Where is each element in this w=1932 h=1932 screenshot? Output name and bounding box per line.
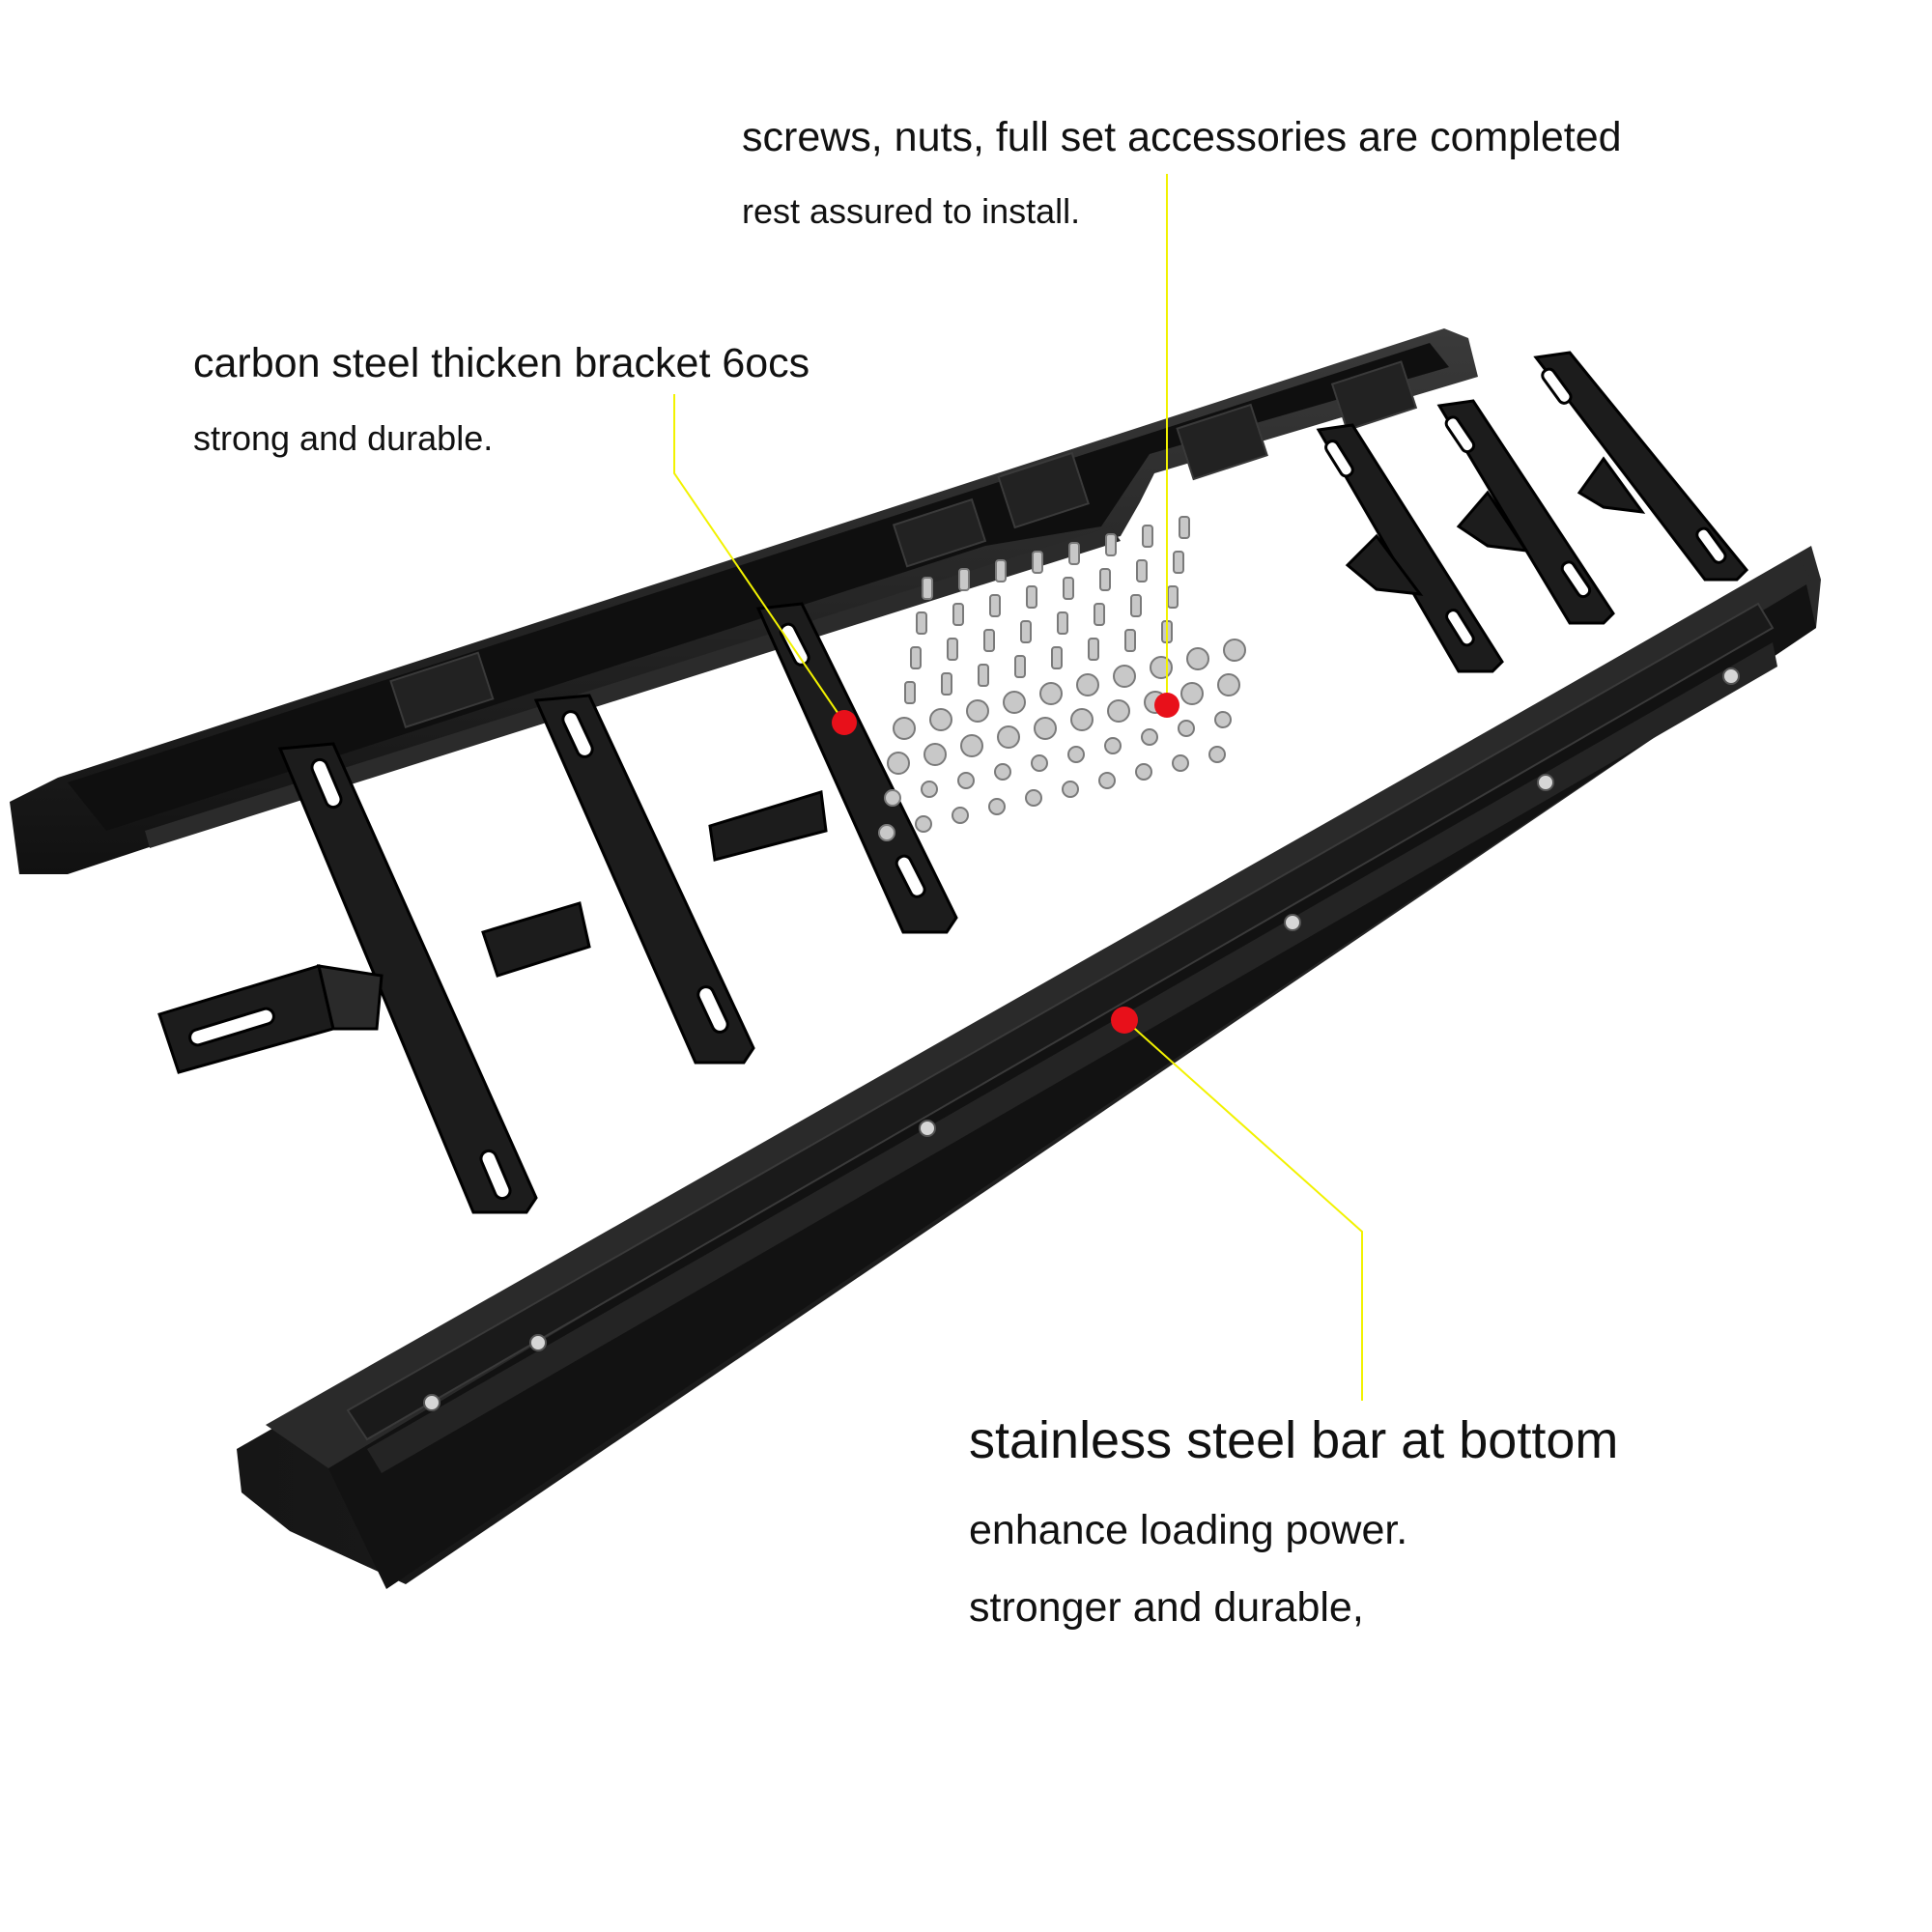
screw (1020, 620, 1032, 643)
bracket-title: carbon steel thicken bracket 6ocs (193, 340, 810, 386)
washer (1135, 763, 1152, 781)
upper-running-board (10, 328, 1478, 874)
bar-marker-dot (1111, 1007, 1138, 1034)
washer (1062, 781, 1079, 798)
washer (1025, 789, 1042, 807)
screw (1173, 551, 1184, 574)
screw (1026, 585, 1037, 609)
screw (989, 594, 1001, 617)
washer (966, 699, 989, 723)
bar-title: stainless steel bar at bottom (969, 1411, 1619, 1469)
callout-accessories (1154, 174, 1179, 718)
screw (952, 603, 964, 626)
washer (1113, 665, 1136, 688)
washer (1180, 682, 1204, 705)
washer (921, 781, 938, 798)
washer (1067, 746, 1085, 763)
screw (958, 568, 970, 591)
screw (916, 611, 927, 635)
screw (1088, 638, 1099, 661)
screw (1142, 525, 1153, 548)
accessories-marker-dot (1154, 693, 1179, 718)
screw (1014, 655, 1026, 678)
screw (1094, 603, 1105, 626)
screw (1057, 611, 1068, 635)
screw (1167, 585, 1179, 609)
screw (1063, 577, 1074, 600)
washer (1070, 708, 1094, 731)
screw (1105, 533, 1117, 556)
accessories-title: screws, nuts, full set accessories are c… (742, 114, 1622, 160)
washer (1031, 754, 1048, 772)
screw (1068, 542, 1080, 565)
washer (1223, 639, 1246, 662)
screw (1051, 646, 1063, 669)
bracket-4 (1316, 423, 1504, 673)
brackets (157, 351, 1749, 1214)
washer (1172, 754, 1189, 772)
screw (995, 559, 1007, 582)
washer (960, 734, 983, 757)
washer (1104, 737, 1122, 754)
washer (887, 752, 910, 775)
washer (915, 815, 932, 833)
washer (1098, 772, 1116, 789)
bracket-marker-dot (832, 710, 857, 735)
washer (1034, 717, 1057, 740)
washer (997, 725, 1020, 749)
washer (929, 708, 952, 731)
screw (947, 638, 958, 661)
washer (952, 807, 969, 824)
screw (978, 664, 989, 687)
callout-bar (1111, 1007, 1363, 1401)
washer (1214, 711, 1232, 728)
screw (1099, 568, 1111, 591)
bracket-subtitle: strong and durable. (193, 418, 494, 458)
washer (884, 789, 901, 807)
hardware-kit (878, 516, 1246, 841)
washer (878, 824, 895, 841)
washer (1217, 673, 1240, 696)
screw (1032, 551, 1043, 574)
screw (1124, 629, 1136, 652)
washer (994, 763, 1011, 781)
washer (1107, 699, 1130, 723)
washer (1141, 728, 1158, 746)
screw (1136, 559, 1148, 582)
washer (957, 772, 975, 789)
lower-running-board (237, 546, 1821, 1589)
washer (1186, 647, 1209, 670)
washer (1150, 656, 1173, 679)
bar-line-2: enhance loading power. (969, 1507, 1408, 1553)
screw (910, 646, 922, 669)
bracket-5 (1436, 399, 1615, 625)
bracket-6 (1533, 351, 1749, 582)
screw (1130, 594, 1142, 617)
washer (1039, 682, 1063, 705)
screw (904, 681, 916, 704)
washer (893, 717, 916, 740)
washer (988, 798, 1006, 815)
screw (1179, 516, 1190, 539)
washer (923, 743, 947, 766)
bracket-1 (157, 742, 538, 1214)
washer (1178, 720, 1195, 737)
washer (1076, 673, 1099, 696)
screw (941, 672, 952, 696)
callout-bracket (673, 394, 857, 735)
washer (1208, 746, 1226, 763)
screw (983, 629, 995, 652)
bracket-2 (481, 694, 755, 1065)
washer (1003, 691, 1026, 714)
accessories-subtitle: rest assured to install. (742, 191, 1081, 231)
bar-line-3: stronger and durable, (969, 1584, 1364, 1631)
screw (922, 577, 933, 600)
bracket-3 (708, 602, 958, 934)
